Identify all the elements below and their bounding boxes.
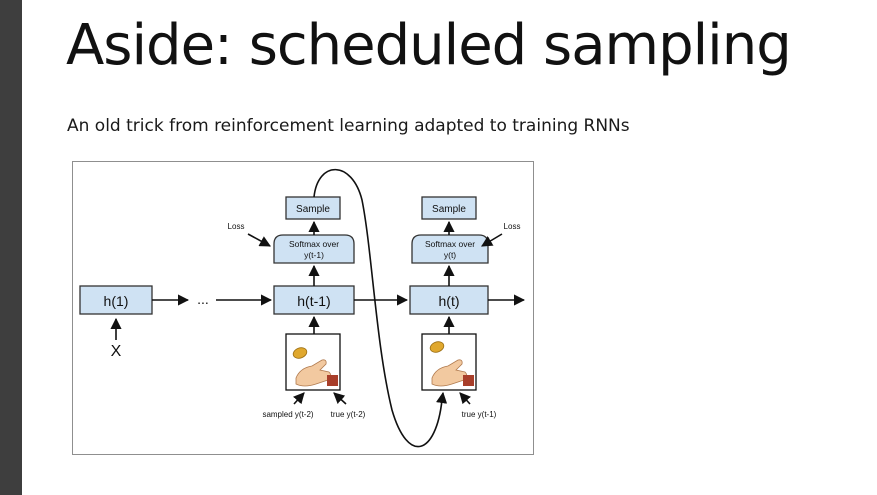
loss-right-label: Loss (504, 222, 521, 231)
slide-left-edge-bar (0, 0, 22, 495)
sampled-input-arrow (293, 392, 305, 405)
true-left-input-arrow (333, 392, 347, 405)
sample-right-label: Sample (432, 204, 466, 215)
softmax-right-node: Softmax over y(t) (411, 234, 489, 264)
true-y-right-label: true y(t-1) (462, 410, 497, 419)
softmax-left-line2: y(t-1) (304, 250, 324, 260)
ellipsis-label: ... (197, 291, 209, 307)
loss-left-arrow (247, 233, 271, 247)
coin-flip-left-image (285, 333, 341, 391)
ht1-label: h(t-1) (297, 293, 330, 309)
ht1-node: h(t-1) (273, 285, 355, 315)
x-input-label: X (111, 343, 122, 360)
ht-node: h(t) (409, 285, 489, 315)
softmax-right-line2: y(t) (444, 250, 456, 260)
sample-right-node: Sample (421, 196, 477, 220)
softmax-left-node: Softmax over y(t-1) (273, 234, 355, 264)
loss-right-arrow (481, 233, 503, 247)
softmax-right-line1: Softmax over (425, 239, 475, 249)
slide-title: Aside: scheduled sampling (66, 13, 792, 78)
h1-label: h(1) (104, 293, 129, 309)
h1-node: h(1) (79, 285, 153, 315)
loss-left-label: Loss (228, 222, 245, 231)
ht-label: h(t) (439, 293, 460, 309)
true-right-input-arrow (459, 392, 471, 405)
sample-left-node: Sample (285, 196, 341, 220)
true-y-left-label: true y(t-2) (331, 410, 366, 419)
softmax-left-line1: Softmax over (289, 239, 339, 249)
slide-subtitle: An old trick from reinforcement learning… (67, 116, 630, 136)
sample-feedback-curve (313, 168, 448, 448)
sampled-y-label: sampled y(t-2) (262, 410, 313, 419)
coin-flip-right-image (421, 333, 477, 391)
sample-left-label: Sample (296, 204, 330, 215)
